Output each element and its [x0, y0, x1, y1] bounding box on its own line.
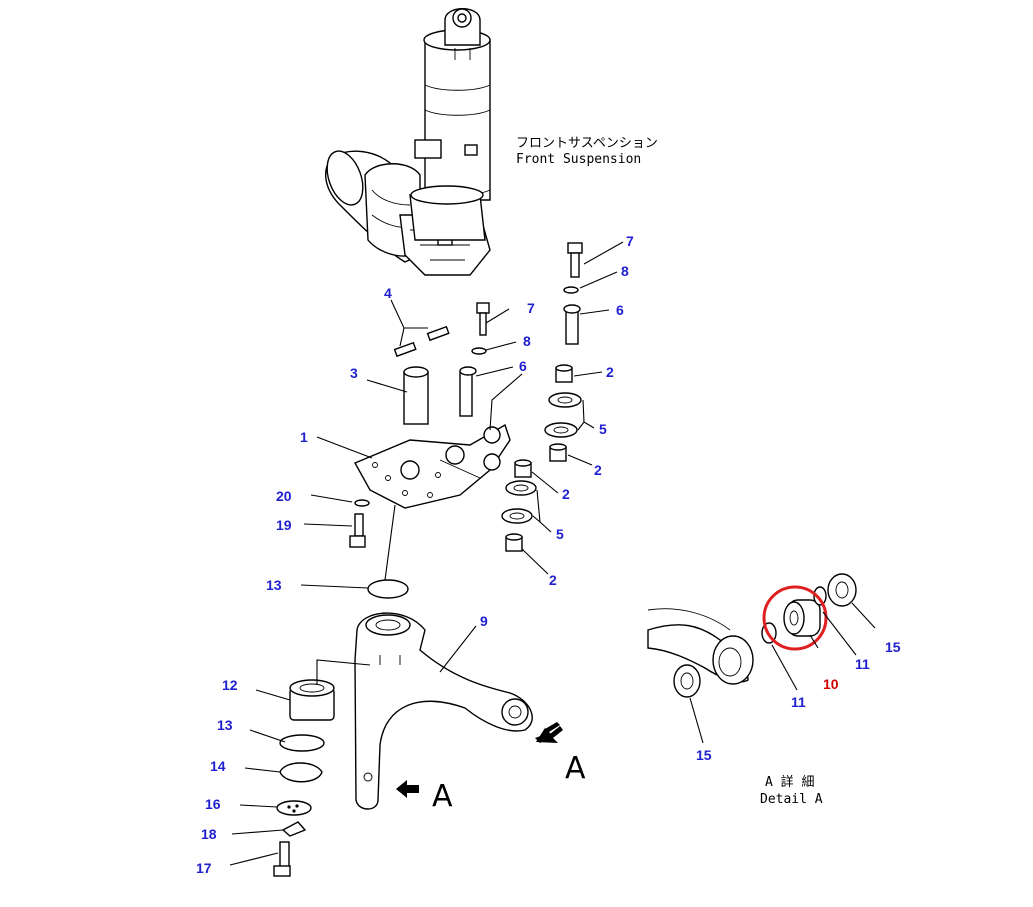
- suspension-cylinder-assembly: [324, 8, 491, 276]
- callout-14: 14: [210, 758, 226, 774]
- view-letter-bottom: A: [432, 779, 453, 814]
- bolt-stack-right: [563, 242, 583, 345]
- callout-16: 16: [205, 796, 221, 812]
- callout-20: 20: [276, 488, 292, 504]
- callout-5-a: 5: [599, 421, 607, 437]
- callout-15-b: 15: [696, 747, 712, 763]
- callout-2-d: 2: [549, 572, 557, 588]
- lower-stack: [273, 679, 335, 877]
- key-part-4: [393, 325, 450, 358]
- callout-10: 10: [823, 676, 839, 692]
- title-jp: フロントサスペンション: [516, 136, 658, 151]
- callout-3: 3: [350, 365, 358, 381]
- detail-jp: A 詳 細: [765, 774, 814, 790]
- highlight-ring: [762, 585, 828, 651]
- callout-18: 18: [201, 826, 217, 842]
- pin-part-3: [403, 366, 429, 425]
- bushings-and-seals: [501, 364, 582, 552]
- callout-12: 12: [222, 677, 238, 693]
- detail-en: Detail A: [760, 792, 823, 807]
- callout-17: 17: [196, 860, 212, 876]
- callout-6-b: 6: [616, 302, 624, 318]
- leader-lines: [229, 241, 876, 866]
- callout-11-a: 11: [855, 656, 870, 672]
- callout-4: 4: [384, 285, 392, 301]
- callout-13-a: 13: [266, 577, 282, 593]
- callout-8-b: 8: [621, 263, 629, 279]
- callout-labels: 1 2 2 2 2 3 4 5 5 6 6 7 7 8 8 9 10 11 11…: [196, 233, 901, 876]
- callout-2-c: 2: [562, 486, 570, 502]
- callout-6-a: 6: [519, 358, 527, 374]
- bracket-part-1: [354, 423, 511, 509]
- callout-1: 1: [300, 429, 308, 445]
- arm-part-9: [354, 579, 533, 810]
- bolt-stack-left: [459, 302, 490, 417]
- callout-7-a: 7: [527, 300, 535, 316]
- view-arrow-right: [535, 722, 563, 743]
- detail-a-drawing: [647, 573, 857, 698]
- title-en: Front Suspension: [516, 152, 641, 167]
- callout-9: 9: [480, 613, 488, 629]
- bolt-part-19: [349, 499, 370, 548]
- callout-13-b: 13: [217, 717, 233, 733]
- view-arrow-bottom: [396, 780, 419, 798]
- callout-2-b: 2: [594, 462, 602, 478]
- callout-5-b: 5: [556, 526, 564, 542]
- callout-11-b: 11: [791, 694, 806, 710]
- callout-8-a: 8: [523, 333, 531, 349]
- callout-7-b: 7: [626, 233, 634, 249]
- view-letter-right: A: [565, 751, 586, 786]
- callout-19: 19: [276, 517, 292, 533]
- callout-2-a: 2: [606, 364, 614, 380]
- callout-15-a: 15: [885, 639, 901, 655]
